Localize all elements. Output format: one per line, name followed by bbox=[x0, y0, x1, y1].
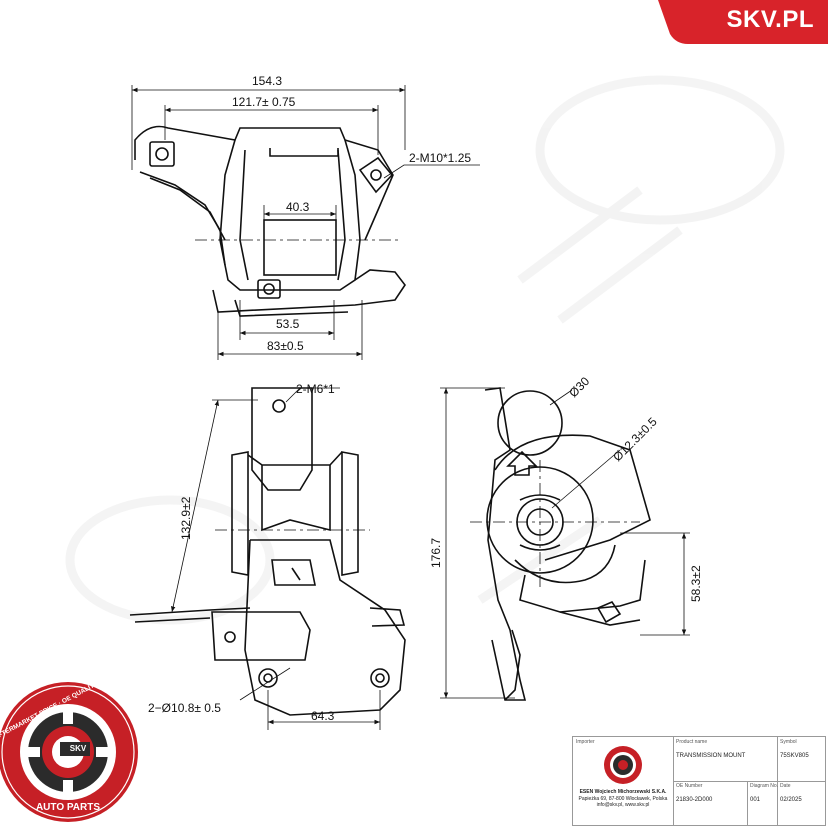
diagram-no-cell: Diagram No. 001 bbox=[747, 781, 779, 825]
importer-cell: Importer ESEN Wojciech Michorzewski S.K.… bbox=[573, 737, 673, 825]
dim-bore-dia: Ø12.3±0.5 bbox=[610, 414, 660, 464]
skv-auto-parts-seal bbox=[0, 682, 138, 822]
dim-base-width-a: 53.5 bbox=[276, 317, 300, 331]
symbol-cell: Symbol 75SKV805 bbox=[777, 737, 827, 781]
dim-overall-width: 154.3 bbox=[252, 74, 282, 88]
importer-contact: info@skv.pl, www.skv.pl bbox=[596, 802, 650, 808]
symbol-value: 75SKV805 bbox=[780, 753, 809, 759]
dim-stud-spec: 2-M6*1 bbox=[296, 382, 335, 396]
product-name-cell: Product name TRANSMISSION MOUNT bbox=[673, 737, 777, 781]
diagram-no-value: 001 bbox=[750, 797, 761, 803]
date-label: Date bbox=[780, 783, 791, 789]
dim-center-width: 40.3 bbox=[286, 200, 310, 214]
front-view-dimensions bbox=[170, 387, 381, 730]
oe-number-cell: OE Number 21830-2D000 bbox=[673, 781, 747, 825]
title-block: Importer ESEN Wojciech Michorzewski S.K.… bbox=[572, 736, 826, 826]
dim-front-height: 132.9±2 bbox=[179, 496, 193, 540]
dim-bolt-spec: 2-M10*1.25 bbox=[409, 151, 471, 165]
oe-number-value: 21830-2D000 bbox=[676, 797, 713, 803]
importer-label: Importer bbox=[576, 739, 595, 745]
dim-center-height: 58.3±2 bbox=[689, 565, 703, 602]
side-view-dimensions bbox=[440, 387, 690, 699]
side-view bbox=[470, 387, 651, 701]
importer-address: Papieżka 69, 87-800 Włocławek, Polska bbox=[578, 795, 668, 802]
dim-base-width-b: 83±0.5 bbox=[267, 339, 304, 353]
symbol-label: Symbol bbox=[780, 739, 797, 745]
date-value: 02/2025 bbox=[780, 797, 802, 803]
top-view-dimensions bbox=[131, 85, 480, 360]
dim-overall-height: 176.7 bbox=[429, 538, 443, 568]
importer-logo bbox=[604, 746, 642, 784]
seal-ring-text-bottom: AUTO PARTS bbox=[35, 802, 101, 813]
brand-logo: SKV.PL bbox=[726, 6, 814, 33]
dim-hole-spec: 2−Ø10.8± 0.5 bbox=[148, 701, 221, 715]
date-cell: Date 02/2025 bbox=[777, 781, 827, 825]
importer-name: ESEN Wojciech Michorzewski S.K.A. bbox=[579, 789, 667, 795]
product-name-label: Product name bbox=[676, 739, 708, 745]
diagram-no-label: Diagram No. bbox=[750, 783, 779, 789]
dim-hole-spacing-top: 121.7± 0.75 bbox=[232, 95, 296, 109]
product-name-value: TRANSMISSION MOUNT bbox=[676, 753, 746, 759]
seal-badge: SKV bbox=[69, 744, 87, 753]
dim-bottom-hole-spacing: 64.3 bbox=[311, 709, 335, 723]
dim-bushing-dia: Ø30 bbox=[566, 374, 592, 400]
top-view bbox=[134, 125, 406, 317]
oe-number-label: OE Number bbox=[676, 783, 703, 789]
brand-tab bbox=[658, 0, 828, 44]
